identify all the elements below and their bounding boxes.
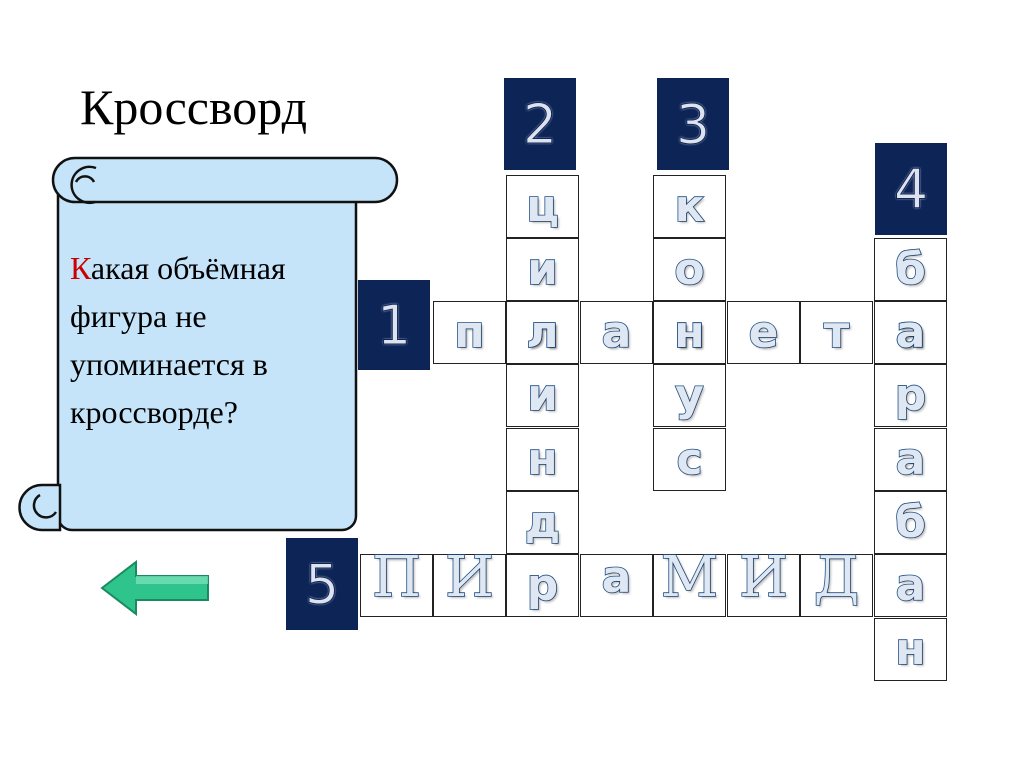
question-first-letter: К — [70, 250, 91, 286]
crossword-cell[interactable] — [506, 491, 579, 554]
clue-number-3: 3 — [657, 78, 729, 170]
letter-down-2: р — [526, 559, 559, 611]
crossword-cell[interactable] — [433, 554, 506, 617]
letter-across-5: Д — [813, 544, 860, 610]
letter-down-2: ц — [525, 180, 559, 232]
crossword-cell[interactable] — [874, 364, 947, 427]
crossword-cell[interactable] — [874, 618, 947, 681]
crossword-cell[interactable] — [874, 238, 947, 301]
letter-down-3: о — [674, 243, 706, 295]
crossword-cell[interactable] — [580, 301, 653, 364]
slide-title: Кроссворд — [80, 79, 308, 135]
crossword-cell[interactable] — [874, 301, 947, 364]
letter-across-5: И — [444, 544, 494, 610]
clue-number-5: 5 — [286, 538, 358, 630]
crossword-cell[interactable] — [506, 554, 579, 617]
letter-down-3: у — [674, 369, 704, 421]
letter-down-4: н — [894, 623, 926, 675]
letter-down-2: д — [524, 496, 561, 548]
crossword-cell[interactable] — [727, 554, 800, 617]
crossword-cell[interactable] — [800, 554, 873, 617]
letter-across-1: т — [823, 306, 850, 358]
crossword-cell[interactable] — [433, 301, 506, 364]
letter-across-5: П — [371, 544, 421, 610]
clue-number-4: 4 — [875, 143, 947, 235]
clue-number-2: 2 — [504, 78, 576, 170]
letter-down-4: а — [895, 306, 926, 358]
clue-number-1: 1 — [358, 280, 430, 370]
letter-down-4: б — [894, 243, 926, 295]
letter-down-4: б — [894, 496, 926, 548]
letter-down-3: н — [673, 306, 705, 358]
letter-down-2: н — [526, 433, 558, 485]
letter-across-1: а — [895, 306, 926, 358]
crossword-cell[interactable] — [800, 301, 873, 364]
arrow-left-icon[interactable] — [100, 560, 212, 616]
crossword-cell[interactable] — [653, 238, 726, 301]
scroll-icon — [18, 156, 399, 532]
letter-down-2: и — [526, 243, 558, 295]
letter-across-5: а — [601, 551, 632, 603]
crossword-cell[interactable] — [874, 491, 947, 554]
crossword-cell[interactable] — [506, 301, 579, 364]
letter-down-4: а — [895, 433, 926, 485]
crossword-cell[interactable] — [874, 428, 947, 491]
crossword-cell[interactable] — [506, 238, 579, 301]
letter-down-4: р — [894, 369, 927, 421]
crossword-cell[interactable] — [653, 428, 726, 491]
crossword-cell[interactable] — [506, 428, 579, 491]
letter-across-1: л — [526, 306, 560, 358]
crossword-cell[interactable] — [580, 554, 653, 617]
letter-across-1: п — [453, 306, 485, 358]
letter-down-4: а — [895, 559, 926, 611]
crossword-cell[interactable] — [506, 175, 579, 238]
letter-down-2: и — [526, 369, 558, 421]
letter-across-1: е — [748, 306, 779, 358]
crossword-cell[interactable] — [506, 364, 579, 427]
crossword-cell[interactable] — [874, 554, 947, 617]
question-text: Какая объёмная фигура не упоминается в к… — [70, 244, 340, 436]
crossword-cell[interactable] — [653, 364, 726, 427]
letter-across-1: а — [601, 306, 632, 358]
letter-down-2: л — [526, 306, 560, 358]
letter-across-1: н — [673, 306, 705, 358]
question-rest: акая объёмная фигура не упоминается в кр… — [70, 250, 286, 430]
letter-down-3: к — [674, 180, 705, 232]
crossword-cell[interactable] — [653, 175, 726, 238]
crossword-cell[interactable] — [653, 554, 726, 617]
letter-across-5: И — [738, 544, 788, 610]
crossword-cell[interactable] — [360, 554, 433, 617]
letter-down-3: с — [676, 433, 704, 485]
crossword-cell[interactable] — [727, 301, 800, 364]
crossword-cell[interactable] — [653, 301, 726, 364]
letter-across-5: М — [660, 544, 719, 610]
